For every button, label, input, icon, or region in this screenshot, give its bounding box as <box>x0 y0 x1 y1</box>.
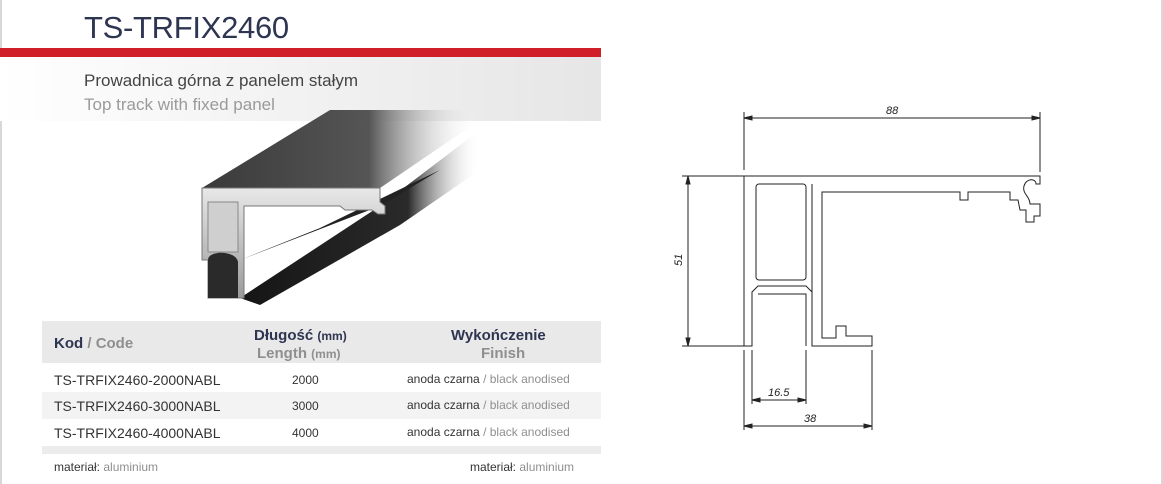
page-right-border <box>1161 0 1163 484</box>
material-note-right: materiał: aluminium <box>470 460 575 474</box>
product-name-en: Top track with fixed panel <box>84 95 275 114</box>
dimension-bottom: 38 <box>804 413 817 425</box>
dimension-width: 88 <box>886 105 899 117</box>
header-finish-pl: Wykończenie <box>451 327 546 344</box>
header-code: Kod / Code <box>54 335 134 352</box>
table-header <box>42 321 601 363</box>
row-finish: anoda czarna / black anodised <box>407 425 570 439</box>
row-length: 3000 <box>292 399 319 413</box>
page-left-border <box>0 0 2 484</box>
header-length-en: Length (mm) <box>257 345 341 362</box>
row-length: 4000 <box>292 426 319 440</box>
row-finish: anoda czarna / black anodised <box>407 372 570 386</box>
row-code: TS-TRFIX2460-2000NABL <box>54 372 221 388</box>
table-row: TS-TRFIX2460-2000NABL 2000 anoda czarna … <box>42 366 601 393</box>
table-row: TS-TRFIX2460-3000NABL 3000 anoda czarna … <box>42 392 601 419</box>
header-finish-en: Finish <box>481 345 526 362</box>
row-code: TS-TRFIX2460-3000NABL <box>54 398 221 414</box>
subtitle-band <box>0 57 601 121</box>
table-row: TS-TRFIX2460-4000NABL 4000 anoda czarna … <box>42 419 601 446</box>
product-name-pl: Prowadnica górna z panelem stałym <box>84 71 359 90</box>
technical-drawing: 88 51 16.5 38 <box>673 105 1041 430</box>
row-finish: anoda czarna / black anodised <box>407 398 570 412</box>
product-title: TS-TRFIX2460 <box>84 10 289 45</box>
material-note-left: materiał: aluminium <box>54 460 159 474</box>
row-length: 2000 <box>292 373 319 387</box>
product-photo <box>201 110 480 305</box>
accent-bar <box>0 48 601 57</box>
table-footer-band <box>42 446 601 454</box>
header-length-pl: Długość (mm) <box>254 327 347 344</box>
dimension-inner: 16.5 <box>768 387 790 399</box>
dimension-height: 51 <box>673 254 685 266</box>
row-code: TS-TRFIX2460-4000NABL <box>54 425 221 441</box>
